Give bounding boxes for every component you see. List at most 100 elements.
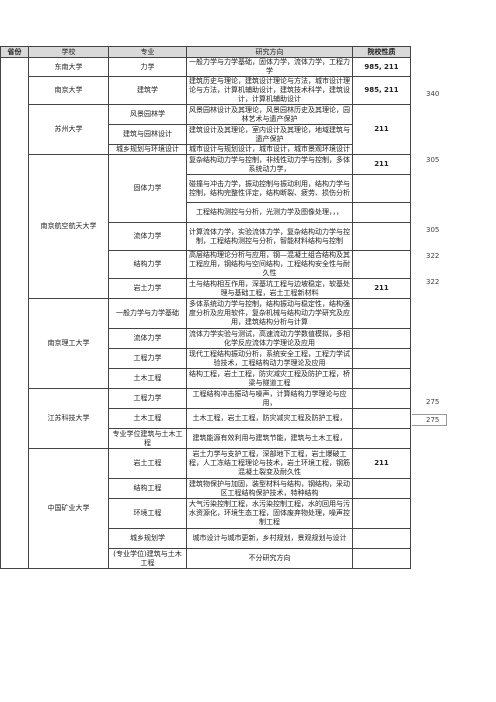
table-row: 南京航空航天大学 固体力学 复杂结构动力学与控制，非线性动力学与控制，多体系统动… (1, 154, 411, 299)
score-value: 340 (426, 90, 440, 98)
nature-cell: 211 (352, 154, 411, 175)
direction-cell: 高层结构理论分析与应用，钢—混凝土组合结构及其工程应用，钢结构与空间结构，工程结… (186, 250, 353, 279)
table-row: 结构力学 高层结构理论分析与应用，钢—混凝土组合结构及其工程应用，钢结构与空间结… (1, 250, 411, 279)
nature-cell: 211 (352, 104, 411, 155)
table-row: 南京理工大学 一般力学与力学基础 多体系统动力学与控制，结构振动与稳定性，结构强… (1, 298, 411, 389)
nature-cell (352, 528, 411, 549)
major-cell: 流体力学 (108, 222, 187, 251)
major-cell: 环境工程 (108, 498, 187, 529)
score-value: 275 (426, 398, 440, 406)
direction-cell: 风景园林设计及其理论，风景园林历史及其理论，园林艺术与遗产保护 (186, 104, 353, 125)
direction-cell: 工程结构测控与分析，光测力学及图像处理，，， (186, 202, 353, 223)
major-cell: 固体力学 (108, 154, 187, 223)
direction-cell: 土与结构相互作用，深基坑工程与边坡稳定，软基处理与基础工程，岩土工程新材料 (186, 278, 353, 299)
school-cell: 东南大学 (28, 57, 109, 77)
score-value-boxed: 275 (412, 414, 447, 426)
major-cell: 一般力学与力学基础 (108, 298, 187, 329)
direction-cell: 建筑能源有效利用与建筑节能，建筑与土木工程， (186, 428, 353, 449)
direction-cell: 大气污染控制工程，水污染控制工程，水的回用与污水资源化，环境生态工程，固体废弃物… (186, 498, 353, 529)
direction-cell: 不分研究方向 (186, 548, 353, 569)
major-cell: 建筑学 (108, 76, 187, 105)
direction-cell: 岩土力学与支护工程，深部地下工程，岩土爆破工程，人工冻结工程理论与技术，岩土环境… (186, 448, 353, 479)
direction-cell: 多体系统动力学与控制，结构振动与稳定性，结构强度分析及应用软件，复杂机械与结构动… (186, 298, 353, 329)
header-school: 学校 (28, 46, 109, 58)
direction-cell: 建筑历史与理论，建筑设计理论与方法，城市设计理论与方法，计算机辅助设计，建筑技术… (186, 76, 353, 105)
table-row: 土木工程 土木工程，岩土工程，防灾减灾工程及防护工程， (1, 408, 411, 429)
direction-cell: 城市设计与城市更新，乡村规划，景观规划与设计 (186, 528, 353, 549)
direction-cell: 一般力学与力学基础，固体力学，流体力学，工程力学 (186, 57, 353, 77)
direction-cell: 现代工程结构振动分析，系统安全工程，工程力学试验技术，工程结构动力学理论及应用 (186, 348, 353, 369)
nature-cell (352, 428, 411, 449)
nature-cell (352, 298, 411, 329)
table-row: 苏州大学 风景园林学 风景园林设计及其理论，风景园林历史及其理论，园林艺术与遗产… (1, 104, 411, 155)
major-cell: 结构工程 (108, 478, 187, 499)
table-row: 中国矿业大学 岩土工程 岩土力学与支护工程，深部地下工程，岩土爆破工程，人工冻结… (1, 448, 411, 569)
major-cell: 建筑与园林设计 (108, 124, 187, 145)
nature-cell (352, 408, 411, 429)
header-row: 省份 学校 专业 研究方向 院校性质 (0, 46, 411, 58)
major-cell: 土木工程 (108, 408, 187, 429)
school-cell: 江苏科技大学 (28, 388, 109, 449)
admission-table: 省份 学校 专业 研究方向 院校性质 东南大学 力学 一般力学与力学基础，固体力… (0, 46, 411, 569)
table-row: 东南大学 力学 一般力学与力学基础，固体力学，流体力学，工程力学 985, 21… (0, 57, 411, 569)
school-cell: 中国矿业大学 (28, 448, 109, 569)
major-cell: (专业学位)建筑与土木工程 (108, 548, 187, 569)
header-province: 省份 (0, 46, 29, 58)
direction-cell: 土木工程，岩土工程，防灾减灾工程及防护工程， (186, 408, 353, 429)
school-cell: 苏州大学 (28, 104, 109, 155)
nature-cell (352, 478, 411, 499)
table-row: 岩土力学 土与结构相互作用，深基坑工程与边坡稳定，软基处理与基础工程，岩土工程新… (1, 278, 411, 299)
table-row: 流体力学 流体力学实验与测试，高速流动力学数值模拟，多相化学反应流体力学理论及应… (1, 328, 411, 349)
table-row: 土木工程 结构工程，岩土工程，防灾减灾工程及防护工程，桥梁与隧道工程 (1, 368, 411, 389)
major-cell: 工程力学 (108, 388, 187, 409)
nature-cell: 985, 211 (352, 57, 411, 77)
school-cell: 南京大学 (28, 76, 109, 105)
header-nature: 院校性质 (352, 46, 411, 58)
nature-cell (352, 174, 411, 203)
header-major: 专业 (108, 46, 187, 58)
school-cell: 南京航空航天大学 (28, 154, 109, 299)
nature-cell (352, 548, 411, 569)
direction-cell: 计算流体力学，实验流体力学，复杂结构动力学与控制，工程结构测控与分析，智能材料结… (186, 222, 353, 251)
nature-cell: 211 (352, 448, 411, 479)
score-value: 305 (426, 226, 440, 234)
direction-cell: 城市设计与规划设计，城市设计，城市景观环境设计 (186, 144, 353, 155)
major-cell: 专业学位建筑与土木工程 (108, 428, 187, 449)
table-row: 环境工程 大气污染控制工程，水污染控制工程，水的回用与污水资源化，环境生态工程，… (1, 498, 411, 529)
nature-cell: 985, 211 (352, 76, 411, 105)
score-value: 305 (426, 156, 440, 164)
nature-cell: 211 (352, 278, 411, 299)
nature-cell (352, 222, 411, 251)
direction-cell: 结构工程，岩土工程，防灾减灾工程及防护工程，桥梁与隧道工程 (186, 368, 353, 389)
nature-cell (352, 348, 411, 369)
nature-cell (352, 328, 411, 349)
school-cell: 南京理工大学 (28, 298, 109, 389)
major-cell: 风景园林学 (108, 104, 187, 125)
score-value: 322 (426, 252, 440, 260)
major-cell: 力学 (108, 57, 187, 77)
nature-cell (352, 202, 411, 223)
nature-cell (352, 498, 411, 529)
score-value: 322 (426, 278, 440, 286)
table-row: (专业学位)建筑与土木工程 不分研究方向 (1, 548, 411, 569)
major-cell: 城乡规划学 (108, 528, 187, 549)
nature-cell (352, 368, 411, 389)
header-direction: 研究方向 (186, 46, 353, 58)
major-cell: 岩土工程 (108, 448, 187, 479)
direction-cell: 复杂结构动力学与控制，非线性动力学与控制，多体系统动力学， (186, 154, 353, 175)
direction-cell: 碰撞与冲击力学，振动控制与振动利用，结构力学与控制，结构完整性评定，结构断裂、疲… (186, 174, 353, 203)
direction-cell: 建筑物保护与加固，装型材料与结构，钢结构，采动区工程结构保护技术，特种结构 (186, 478, 353, 499)
table-row: 专业学位建筑与土木工程 建筑能源有效利用与建筑节能，建筑与土木工程， (1, 428, 411, 449)
table-row: 建筑与园林设计 建筑设计及其理论，室内设计及其理论，地域建筑与遗产保护 (1, 124, 411, 145)
table-row: 流体力学 计算流体力学，实验流体力学，复杂结构动力学与控制，工程结构测控与分析，… (1, 222, 411, 251)
major-cell: 流体力学 (108, 328, 187, 349)
direction-cell: 建筑设计及其理论，室内设计及其理论，地域建筑与遗产保护 (186, 124, 353, 145)
table-row: 碰撞与冲击力学，振动控制与振动利用，结构力学与控制，结构完整性评定，结构断裂、疲… (1, 174, 411, 203)
direction-cell: 流体力学实验与测试，高速流动力学数值模拟，多相化学反应流体力学理论及应用 (186, 328, 353, 349)
table-row: 城乡规划学 城市设计与城市更新，乡村规划，景观规划与设计 (1, 528, 411, 549)
direction-cell: 工程结构冲击振动与噪声，计算结构力学理论与应用， (186, 388, 353, 409)
major-cell: 工程力学 (108, 348, 187, 369)
table-row: 江苏科技大学 工程力学 工程结构冲击振动与噪声，计算结构力学理论与应用， (1, 388, 411, 449)
nature-cell (352, 250, 411, 279)
nature-cell (352, 388, 411, 409)
